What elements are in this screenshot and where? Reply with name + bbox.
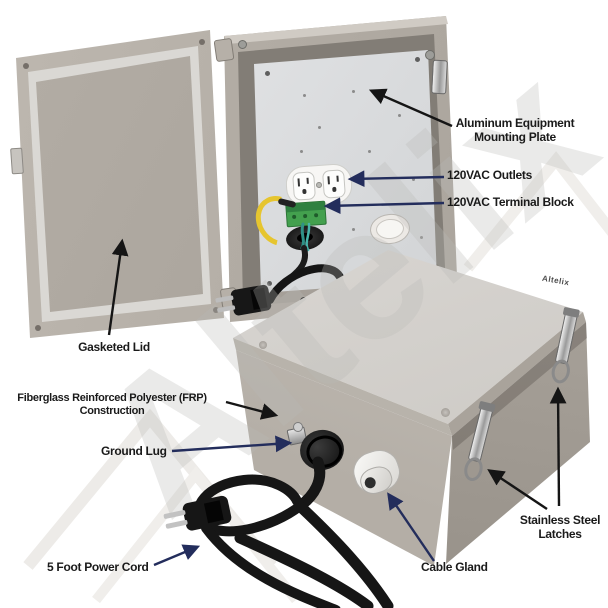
lid-screw (35, 325, 41, 331)
label-line: 120VAC Outlets (447, 168, 532, 182)
plate-hole (352, 90, 355, 93)
label-line: Ground Lug (101, 444, 167, 458)
label-line: 120VAC Terminal Block (447, 195, 574, 209)
ground-lug-screw (293, 422, 303, 432)
label-line: Construction (79, 405, 145, 418)
label-line: Gasketed Lid (78, 340, 150, 354)
label-ground-lug: Ground Lug (101, 444, 167, 458)
plate-hole (398, 114, 401, 117)
plate-hole (420, 236, 423, 239)
label-mounting-plate: Aluminum Equipment Mounting Plate (430, 116, 600, 145)
plate-hole (412, 178, 415, 181)
plate-screw (415, 57, 420, 62)
label-line: Cable Gland (421, 560, 488, 574)
lower-power-cord (163, 456, 394, 608)
label-gasketed-lid: Gasketed Lid (55, 340, 173, 354)
plate-hole (352, 228, 355, 231)
label-line: Fiberglass Reinforced Polyester (FRP) (17, 392, 207, 404)
flange-screw (425, 50, 435, 60)
plate-hole (318, 126, 321, 129)
lid-screw (23, 63, 29, 69)
flange-screw (238, 40, 247, 49)
label-terminal-block: 120VAC Terminal Block (447, 195, 574, 209)
label-line: Stainless Steel (519, 513, 601, 527)
plate-screw (267, 281, 272, 286)
label-line: Mounting Plate (474, 130, 556, 145)
label-cable-gland: Cable Gland (421, 560, 488, 574)
label-line: Aluminum Equipment (455, 116, 575, 130)
label-outlets: 120VAC Outlets (447, 168, 532, 182)
plate-screw (265, 71, 270, 76)
label-frp-construction: Fiberglass Reinforced Polyester (FRP) Co… (3, 392, 221, 418)
label-line: 5 Foot Power Cord (47, 560, 149, 574)
label-power-cord: 5 Foot Power Cord (47, 560, 149, 574)
plate-hole (303, 94, 306, 97)
lid-screw-dimple (259, 341, 267, 349)
lid-screw-dimple (441, 408, 450, 417)
lid-screw (199, 39, 205, 45)
plate-hole (300, 150, 303, 153)
lid-screw (213, 307, 219, 313)
plate-hole (368, 150, 371, 153)
upper-plug (215, 284, 272, 316)
label-line: Latches (538, 527, 582, 542)
lower-plug (163, 495, 232, 531)
label-stainless-latches: Stainless Steel Latches (502, 513, 608, 542)
